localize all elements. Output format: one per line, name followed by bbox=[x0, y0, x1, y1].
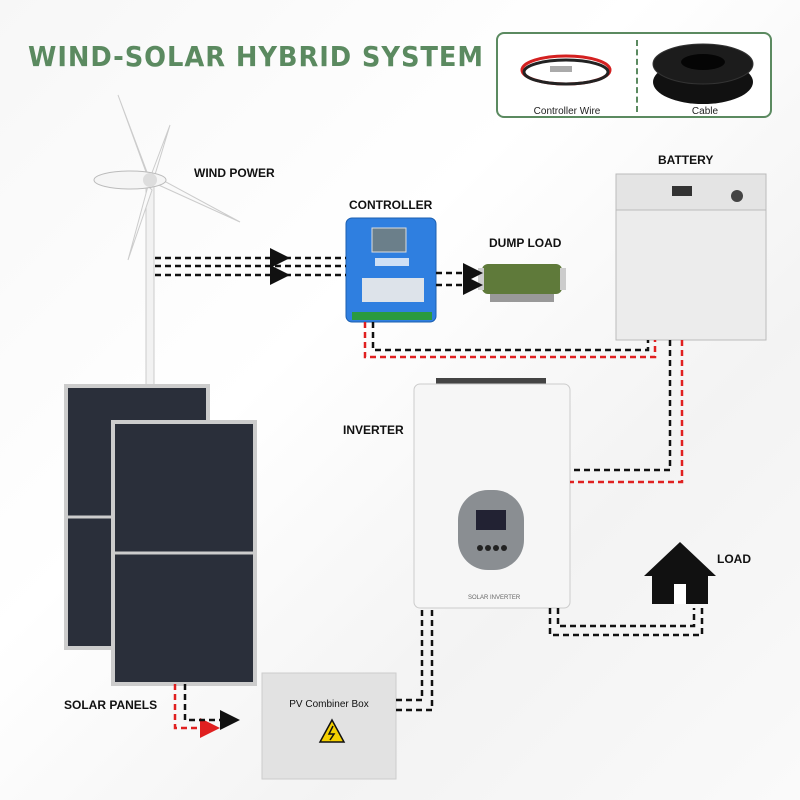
cable-label: Cable bbox=[691, 106, 719, 117]
inverter-panel-text: SOLAR INVERTER bbox=[468, 595, 521, 601]
controller-label: CONTROLLER bbox=[349, 198, 433, 212]
wires bbox=[155, 248, 704, 738]
accessories-box: Controller Wire Cable bbox=[496, 32, 772, 118]
cable-image bbox=[652, 43, 754, 104]
controller-wire-image bbox=[520, 54, 612, 86]
page-title: WIND-SOLAR HYBRID SYSTEM bbox=[28, 40, 484, 73]
wind-power-label: WIND POWER bbox=[194, 166, 275, 180]
inverter bbox=[413, 378, 571, 609]
inverter-label: INVERTER bbox=[343, 423, 404, 437]
accessory-images bbox=[520, 43, 754, 104]
solar-panels bbox=[64, 384, 257, 686]
battery bbox=[615, 173, 767, 341]
controller bbox=[345, 217, 437, 323]
battery-label: BATTERY bbox=[658, 153, 714, 167]
load-label: LOAD bbox=[717, 552, 751, 566]
divider bbox=[636, 40, 638, 112]
combiner-box-label: PV Combiner Box bbox=[289, 699, 369, 710]
dump-load-label: DUMP LOAD bbox=[489, 236, 562, 250]
house-icon bbox=[644, 542, 716, 604]
dump-load bbox=[478, 264, 566, 302]
wind-turbine bbox=[93, 94, 241, 391]
combiner-box bbox=[261, 672, 397, 780]
controller-wire-label: Controller Wire bbox=[533, 106, 601, 117]
solar-panels-label: SOLAR PANELS bbox=[64, 698, 158, 712]
